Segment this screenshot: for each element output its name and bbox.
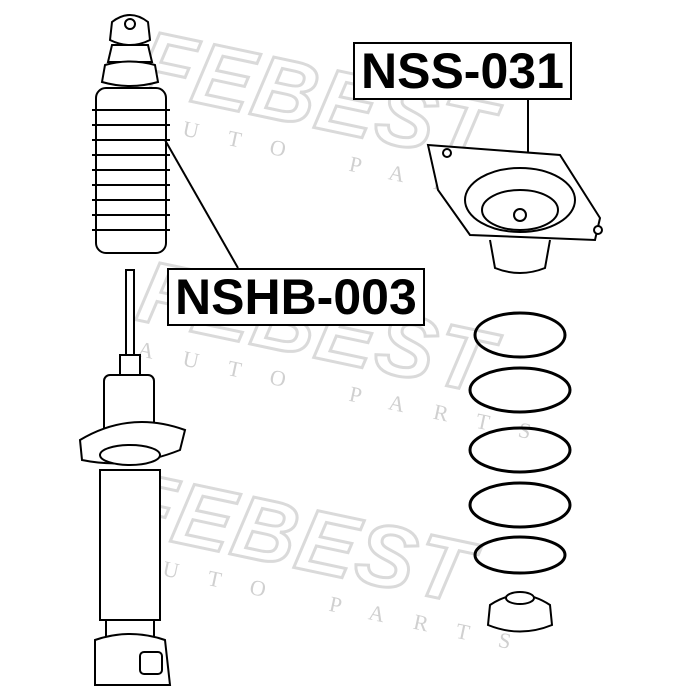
coil-spring: [468, 311, 572, 575]
part-label-nshb-003: NSHB-003: [167, 268, 425, 326]
strut-mount: [426, 143, 603, 274]
shock-absorber: [78, 269, 187, 686]
bump-stop: [100, 14, 160, 87]
dust-boot: [92, 87, 170, 254]
leader-line-boot: [164, 139, 239, 269]
lower-spring-seat: [486, 591, 554, 633]
part-label-nss-031: NSS-031: [353, 42, 572, 100]
